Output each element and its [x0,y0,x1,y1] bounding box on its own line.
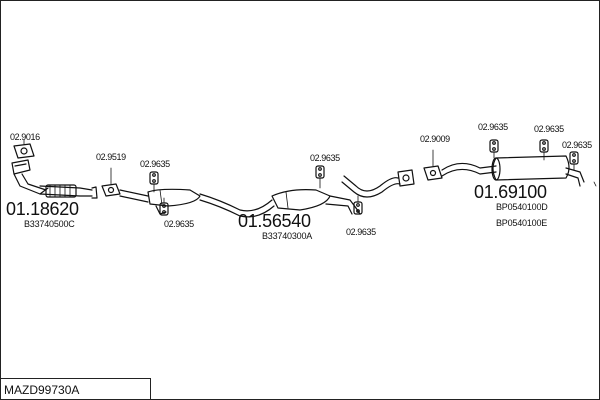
label-02-9635-f: 02.9635 [534,124,564,134]
front-pipe-number: 01.18620 [6,199,79,219]
label-02-9635-c: 02.9635 [310,153,340,163]
label-02-9635-d: 02.9635 [346,227,376,237]
label-02-9016: 02.9016 [10,132,40,142]
gasket-02-9519-drawing [101,167,121,197]
middle-pipe-number: 01.56540 [238,211,311,231]
label-02-9635-a: 02.9635 [140,159,170,169]
front-pipe-code: B33740500C [24,219,75,229]
connector-pipe-drawing [341,169,415,198]
gasket-02-9016-drawing [13,139,35,159]
rear-muffler-code-2: BP0540100E [496,218,548,228]
rear-muffler-code-1: BP0540100D [496,202,548,212]
middle-pipe-code: B33740300A [262,231,313,241]
middle-pipe-drawing [119,188,361,218]
front-pipe-drawing [11,159,98,199]
label-02-9009: 02.9009 [420,134,450,144]
rear-muffler-number: 01.69100 [474,182,547,202]
diagram-title: MAZD99730A [4,383,80,397]
label-02-9635-b: 02.9635 [164,219,194,229]
gasket-02-9009-drawing [423,149,443,181]
rear-muffler-drawing [441,155,597,187]
label-02-9635-g: 02.9635 [562,140,592,150]
label-02-9519: 02.9519 [96,152,126,162]
label-02-9635-e: 02.9635 [478,122,508,132]
title-box: MAZD99730A [0,378,151,399]
rubber-hangers-drawing [149,139,579,216]
